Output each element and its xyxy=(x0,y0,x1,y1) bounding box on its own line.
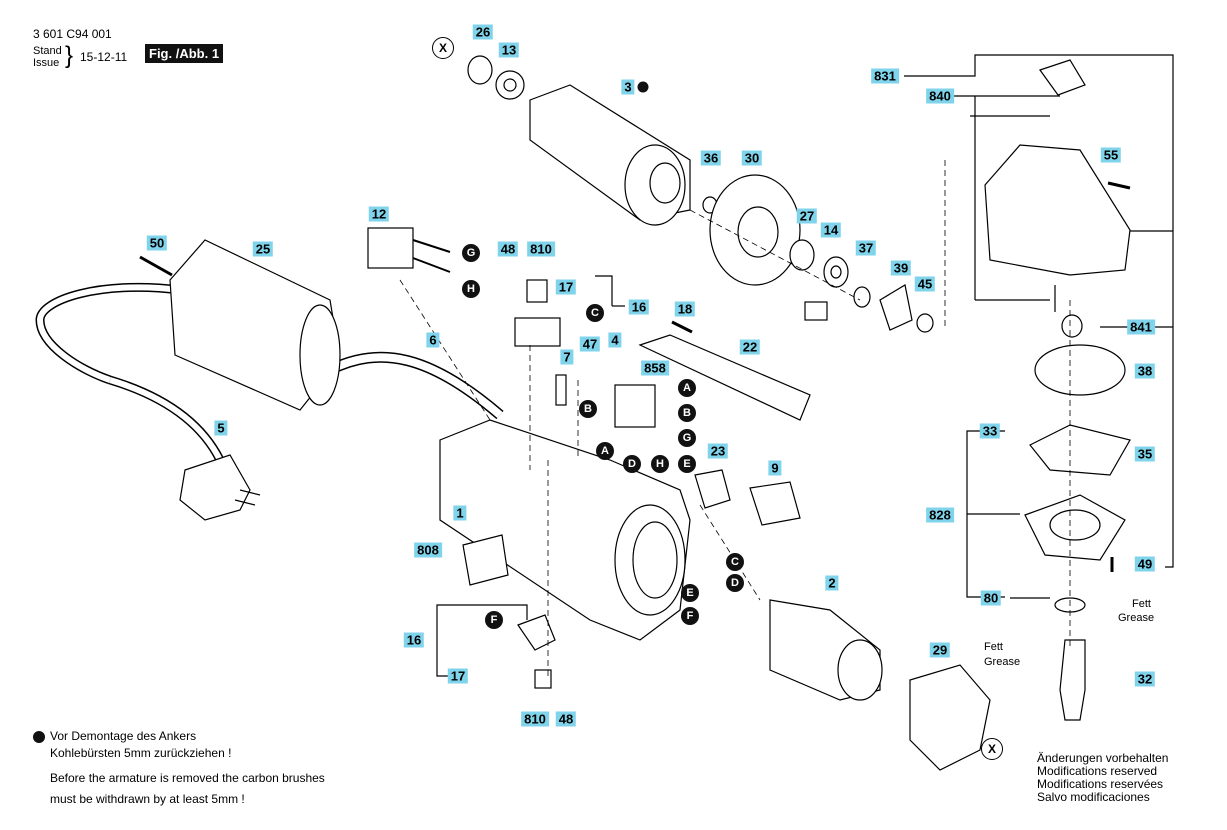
part-label: 27 xyxy=(796,208,818,224)
part-label: 80 xyxy=(980,590,1002,606)
connector-marker: G xyxy=(462,244,480,262)
connector-marker: A xyxy=(678,379,696,397)
disclaimer-en: Modifications reserved xyxy=(1037,764,1158,778)
part-label: 25 xyxy=(252,241,274,257)
part-label: 49 xyxy=(1134,556,1156,572)
issue-label: Issue xyxy=(33,57,60,69)
part-label: 55 xyxy=(1100,147,1122,163)
part-label: 48 xyxy=(555,711,577,727)
part-label: 16 xyxy=(403,632,425,648)
connector-marker: H xyxy=(462,280,480,298)
part-label: 39 xyxy=(890,260,912,276)
cross-reference-marker: X xyxy=(432,37,454,59)
disclaimer-es: Salvo modificaciones xyxy=(1037,790,1150,804)
issue-date: 15-12-11 xyxy=(80,50,128,64)
disclaimer-de: Änderungen vorbehalten xyxy=(1037,751,1169,765)
part-label: 29 xyxy=(929,642,951,658)
part-label: 840 xyxy=(926,88,954,104)
part-label: 16 xyxy=(628,299,650,315)
connector-marker: A xyxy=(596,442,614,460)
connector-marker: D xyxy=(623,455,641,473)
part-label: 12 xyxy=(368,206,390,222)
note-german-line1: Vor Demontage des Ankers xyxy=(50,729,197,743)
part-label: 831 xyxy=(871,68,899,84)
bullet-icon xyxy=(33,731,45,743)
part-label: 841 xyxy=(1127,319,1155,335)
grease-label-en: Grease xyxy=(984,656,1021,668)
part-label: 35 xyxy=(1134,446,1156,462)
brace: } xyxy=(65,42,74,69)
part-label: 1 xyxy=(453,505,467,521)
bullet-icon xyxy=(637,81,649,93)
part-label: 6 xyxy=(426,332,440,348)
connector-marker: F xyxy=(681,607,699,625)
stand-label: Stand xyxy=(33,45,62,57)
part-label: 38 xyxy=(1134,363,1156,379)
connector-marker: B xyxy=(579,400,597,418)
grease-label-en: Grease xyxy=(1118,612,1155,624)
connector-marker: D xyxy=(726,574,744,592)
part-label: 47 xyxy=(579,336,601,352)
note-german-line2: Kohlebürsten 5mm zurückziehen ! xyxy=(50,746,232,760)
connector-marker: C xyxy=(586,304,604,322)
connector-marker: E xyxy=(678,455,696,473)
part-label: 26 xyxy=(472,24,494,40)
grease-label-de: Fett xyxy=(984,641,1003,653)
part-label: 23 xyxy=(707,443,729,459)
part-label: 810 xyxy=(527,241,555,257)
part-label: 7 xyxy=(560,349,574,365)
part-label: 9 xyxy=(768,460,782,476)
part-label: 17 xyxy=(447,668,469,684)
part-label: 32 xyxy=(1134,671,1156,687)
part-label: 810 xyxy=(521,711,549,727)
grease-label-de: Fett xyxy=(1132,598,1151,610)
note-english-line1: Before the armature is removed the carbo… xyxy=(50,771,325,785)
connector-marker: B xyxy=(678,404,696,422)
part-label: 30 xyxy=(741,150,763,166)
part-label: 50 xyxy=(146,235,168,251)
part-label: 5 xyxy=(214,420,228,436)
part-label: 14 xyxy=(820,222,842,238)
connector-marker: C xyxy=(726,553,744,571)
part-label: 48 xyxy=(497,241,519,257)
part-label: 45 xyxy=(914,276,936,292)
note-english-line2: must be withdrawn by at least 5mm ! xyxy=(50,792,245,806)
part-label: 808 xyxy=(414,542,442,558)
disclaimer: Änderungen vorbehalten Modifications res… xyxy=(1037,752,1168,804)
part-label: 36 xyxy=(700,150,722,166)
part-label: 17 xyxy=(555,279,577,295)
connector-marker: F xyxy=(485,611,503,629)
part-label: 828 xyxy=(926,507,954,523)
disclaimer-fr: Modifications reservées xyxy=(1037,777,1164,791)
doc-number: 3 601 C94 001 xyxy=(33,27,112,41)
part-label: 3 xyxy=(621,79,635,95)
part-label: 2 xyxy=(825,575,839,591)
part-label: 22 xyxy=(739,339,761,355)
part-label: 13 xyxy=(498,42,520,58)
connector-marker: E xyxy=(681,584,699,602)
part-label: 4 xyxy=(608,332,622,348)
figure-tag: Fig. /Abb. 1 xyxy=(145,44,224,63)
connector-marker: G xyxy=(678,429,696,447)
part-label: 858 xyxy=(641,360,669,376)
part-label: 37 xyxy=(855,240,877,256)
connector-marker: H xyxy=(651,455,669,473)
part-label: 33 xyxy=(979,423,1001,439)
cross-reference-marker: X xyxy=(981,738,1003,760)
part-label: 18 xyxy=(674,301,696,317)
